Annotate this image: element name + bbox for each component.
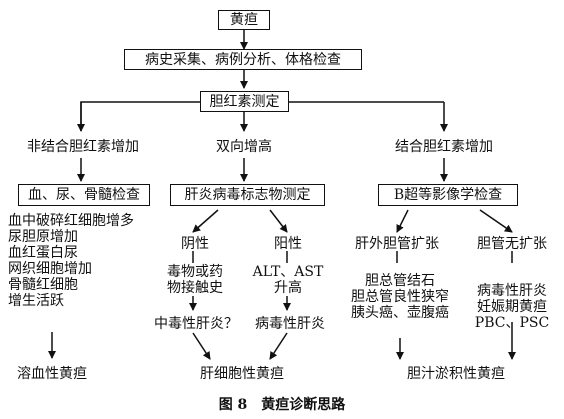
list-item: 物接触史	[167, 280, 223, 296]
list-item: PBC、PSC	[474, 315, 550, 331]
list-item: 毒物或药	[167, 264, 223, 280]
node-imaging: B超等影像学检查	[378, 184, 518, 206]
list-item: ALT、AST	[252, 264, 324, 280]
connector-markers-to-negative	[192, 209, 219, 233]
node-viral-hepatitis: 病毒性肝炎	[255, 316, 325, 332]
node-unconj: 非结合胆红素增加	[27, 139, 139, 155]
figure-caption: 图 8 黄疸诊断思路	[218, 397, 346, 413]
hemolysis-signs-list: 血中破碎红细胞增多 尿胆原增加 血红蛋白尿 网织细胞增加 骨髓红细胞 增生活跃	[8, 213, 134, 309]
list-item: 升高	[274, 280, 302, 296]
list-item: 胰头癌、壶腹癌	[351, 305, 449, 321]
list-item: 血红蛋白尿	[8, 245, 78, 261]
list-item: 妊娠期黄疸	[477, 299, 547, 315]
obstruction-causes-list: 胆总管结石 胆总管良性狭窄 胰头癌、壶腹癌	[351, 273, 449, 321]
node-extra-dilated: 肝外胆管扩张	[355, 236, 439, 252]
connector-imaging-to-nodilate	[479, 209, 513, 233]
toxin-contact-list: 毒物或药 物接触史	[167, 264, 223, 296]
list-item: 尿胆原增加	[8, 229, 78, 245]
node-toxic-hepatitis: 中毒性肝炎？	[154, 316, 238, 332]
node-cholestatic: 胆汁淤积性黄疸	[407, 366, 505, 382]
node-hepatocellular: 肝细胞性黄疸	[200, 366, 284, 382]
intrahepatic-causes-list: 病毒性肝炎 妊娠期黄疸 PBC、PSC	[475, 283, 549, 331]
node-bilirubin: 胆红素测定	[200, 91, 289, 112]
list-item: 胆总管良性狭窄	[351, 289, 449, 305]
connector-imaging-to-extra	[396, 209, 409, 233]
list-item: 骨髓红细胞	[8, 277, 78, 293]
node-hepatitis-markers: 肝炎病毒标志物测定	[170, 184, 325, 206]
list-item: 增生活跃	[8, 293, 64, 309]
node-blood-test: 血、尿、骨髓检查	[18, 184, 150, 206]
node-positive: 阳性	[274, 236, 302, 252]
enzymes-list: ALT、AST 升高	[253, 264, 324, 296]
node-not-dilated: 胆管无扩张	[477, 236, 547, 252]
connector-bilirubin-split	[80, 101, 200, 131]
connector-markers-to-positive	[269, 209, 288, 233]
node-root: 黄疸	[218, 10, 270, 30]
list-item: 网织细胞增加	[8, 261, 92, 277]
node-negative: 阴性	[181, 236, 209, 252]
list-item: 病毒性肝炎	[477, 283, 547, 299]
list-item: 胆总管结石	[365, 273, 435, 289]
node-both: 双向增高	[216, 139, 272, 155]
node-hemolytic: 溶血性黄疸	[17, 366, 87, 382]
list-item: 血中破碎红细胞增多	[8, 213, 134, 229]
connector-viral-to-hepatocellular	[269, 332, 288, 360]
node-history: 病史采集、病例分析、体格检查	[124, 49, 362, 70]
node-conj: 结合胆红素增加	[395, 139, 493, 155]
connector-toxic-to-hepatocellular	[192, 332, 211, 360]
